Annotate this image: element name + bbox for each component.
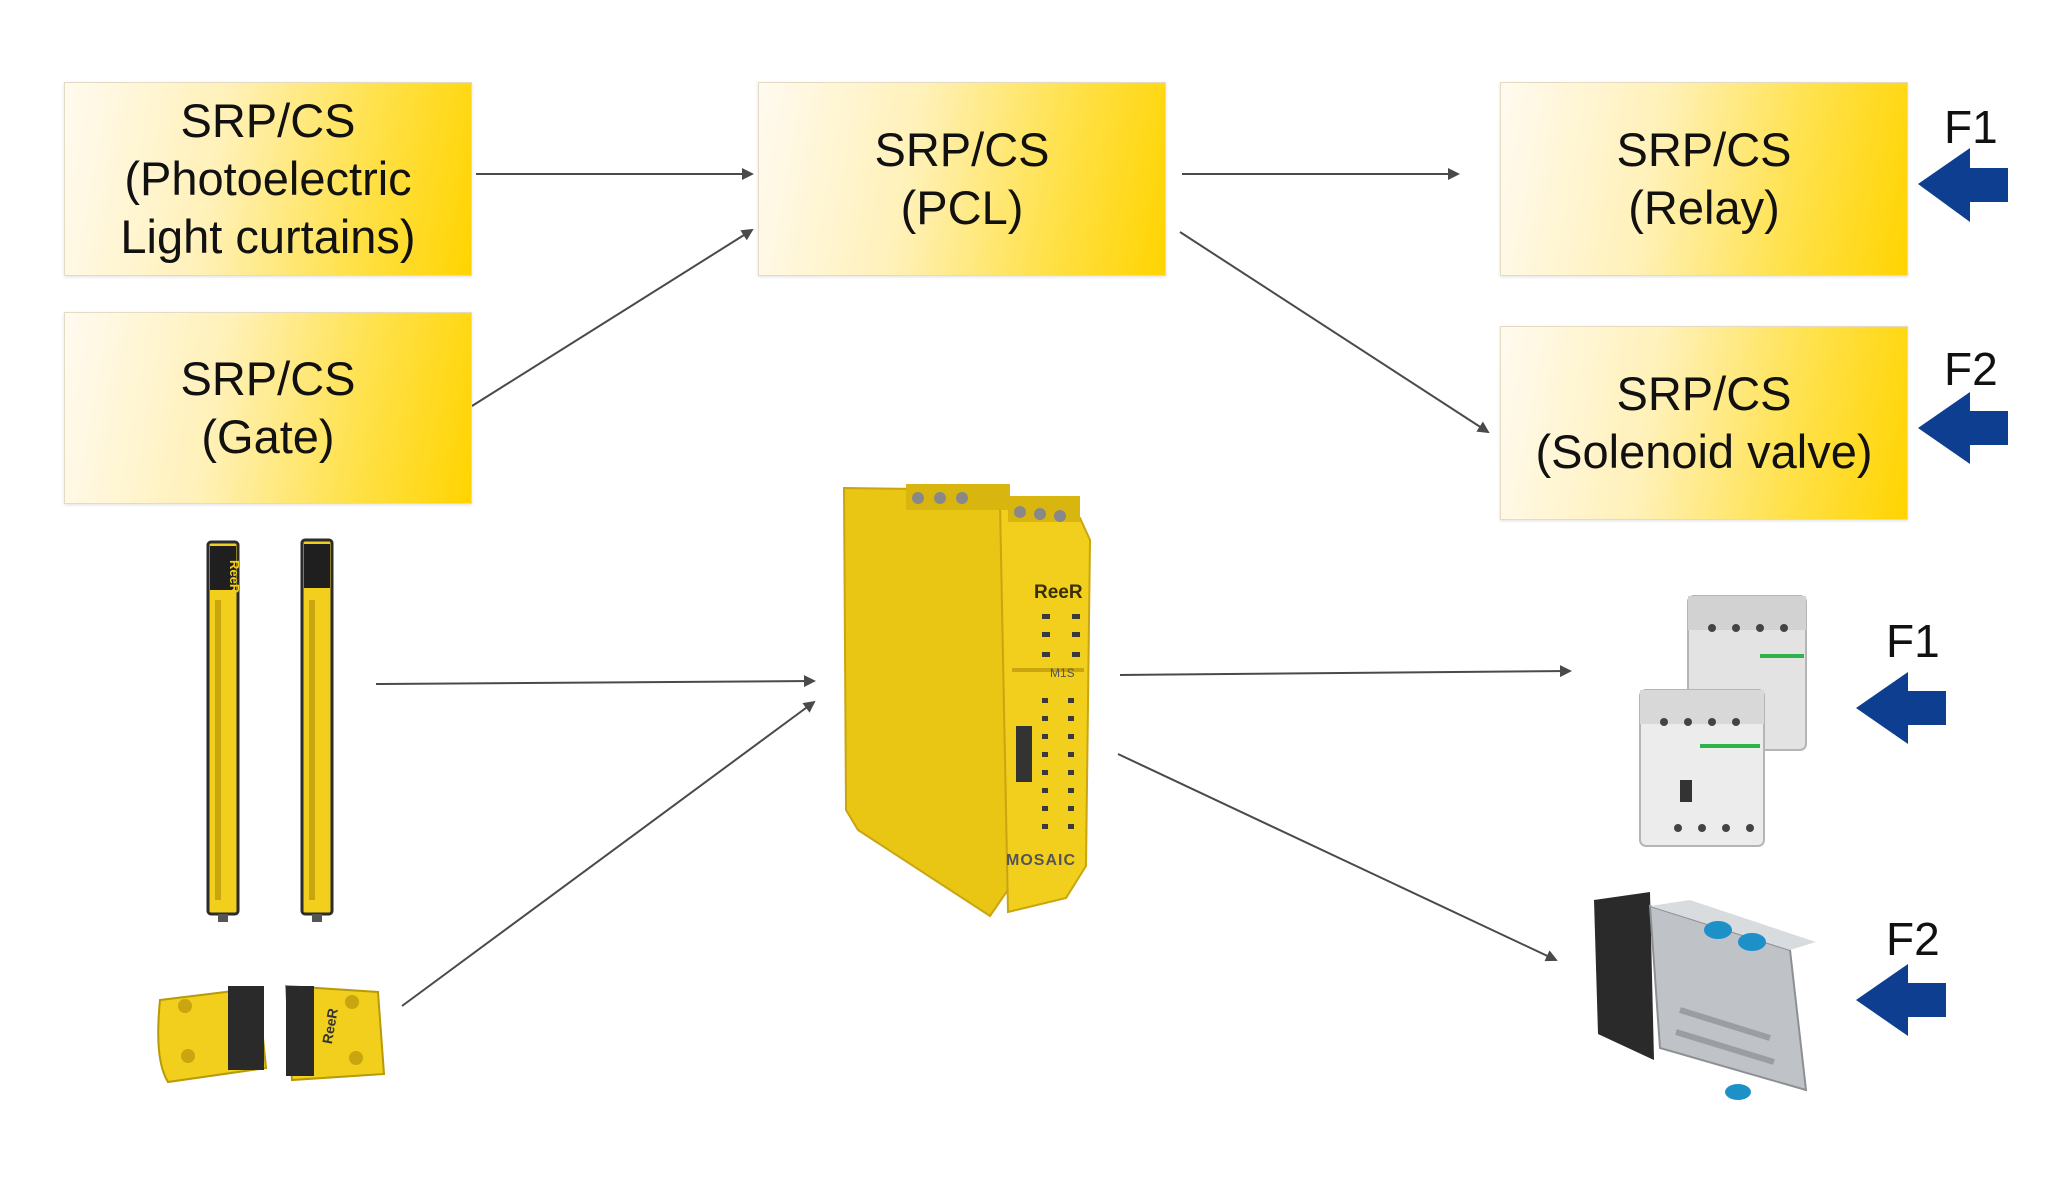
fault-label-f2-top: F2	[1944, 343, 1998, 395]
controller-model-label: M1S	[1050, 666, 1075, 680]
box-subtitle: (Gate)	[201, 410, 335, 463]
arrow-controller-to-contactor	[1119, 665, 1572, 678]
fault-label-f1-bottom: F1	[1886, 615, 1940, 667]
fault-label-f2-bottom: F2	[1886, 913, 1940, 965]
blue-arrow-left-icon	[1918, 148, 2008, 222]
light-curtain-emitter	[206, 540, 240, 922]
controller-brand-label: ReeR	[1034, 582, 1083, 603]
controller-series-label: MOSAIC	[1006, 852, 1076, 869]
blue-arrow-left-icon	[1856, 964, 1946, 1036]
arrow-controller-to-valve	[1117, 753, 1558, 962]
blue-arrow-left-icon	[1918, 392, 2008, 464]
box-subtitle: (PCL)	[900, 181, 1024, 234]
box-subtitle-2: Light curtains)	[120, 210, 416, 263]
safety-switch-right	[284, 984, 386, 1082]
arrow-curtain-to-controller	[375, 675, 816, 688]
box-solenoid-valve: SRP/CS (Solenoid valve)	[1500, 326, 1908, 520]
light-curtain-receiver	[300, 538, 334, 922]
arrow-gate-to-pcl	[471, 228, 754, 407]
controller-status-leds	[1042, 614, 1080, 829]
box-subtitle: (Relay)	[1628, 181, 1780, 234]
valve-body	[1594, 892, 1816, 1100]
controller-body	[842, 484, 1092, 918]
box-gate: SRP/CS (Gate)	[64, 312, 472, 504]
box-title: SRP/CS	[180, 352, 356, 405]
arrow-switch-to-controller	[401, 700, 816, 1007]
safety-switch-left	[157, 986, 268, 1084]
box-subtitle: (Solenoid valve)	[1535, 425, 1873, 478]
box-title: SRP/CS	[180, 94, 356, 147]
blue-arrow-left-icon	[1856, 672, 1946, 744]
box-title: SRP/CS	[1616, 367, 1792, 420]
box-title: SRP/CS	[874, 123, 1050, 176]
fault-label-f1-top: F1	[1944, 101, 1998, 153]
box-photoelectric-light-curtains: SRP/CS (Photoelectric Light curtains)	[64, 82, 472, 276]
box-relay: SRP/CS (Relay)	[1500, 82, 1908, 276]
box-title: SRP/CS	[1616, 123, 1792, 176]
box-pcl: SRP/CS (PCL)	[758, 82, 1166, 276]
box-subtitle: (Photoelectric	[124, 152, 412, 205]
contactor-front	[1639, 689, 1765, 847]
arrow-pcl-to-solenoid	[1179, 231, 1490, 434]
